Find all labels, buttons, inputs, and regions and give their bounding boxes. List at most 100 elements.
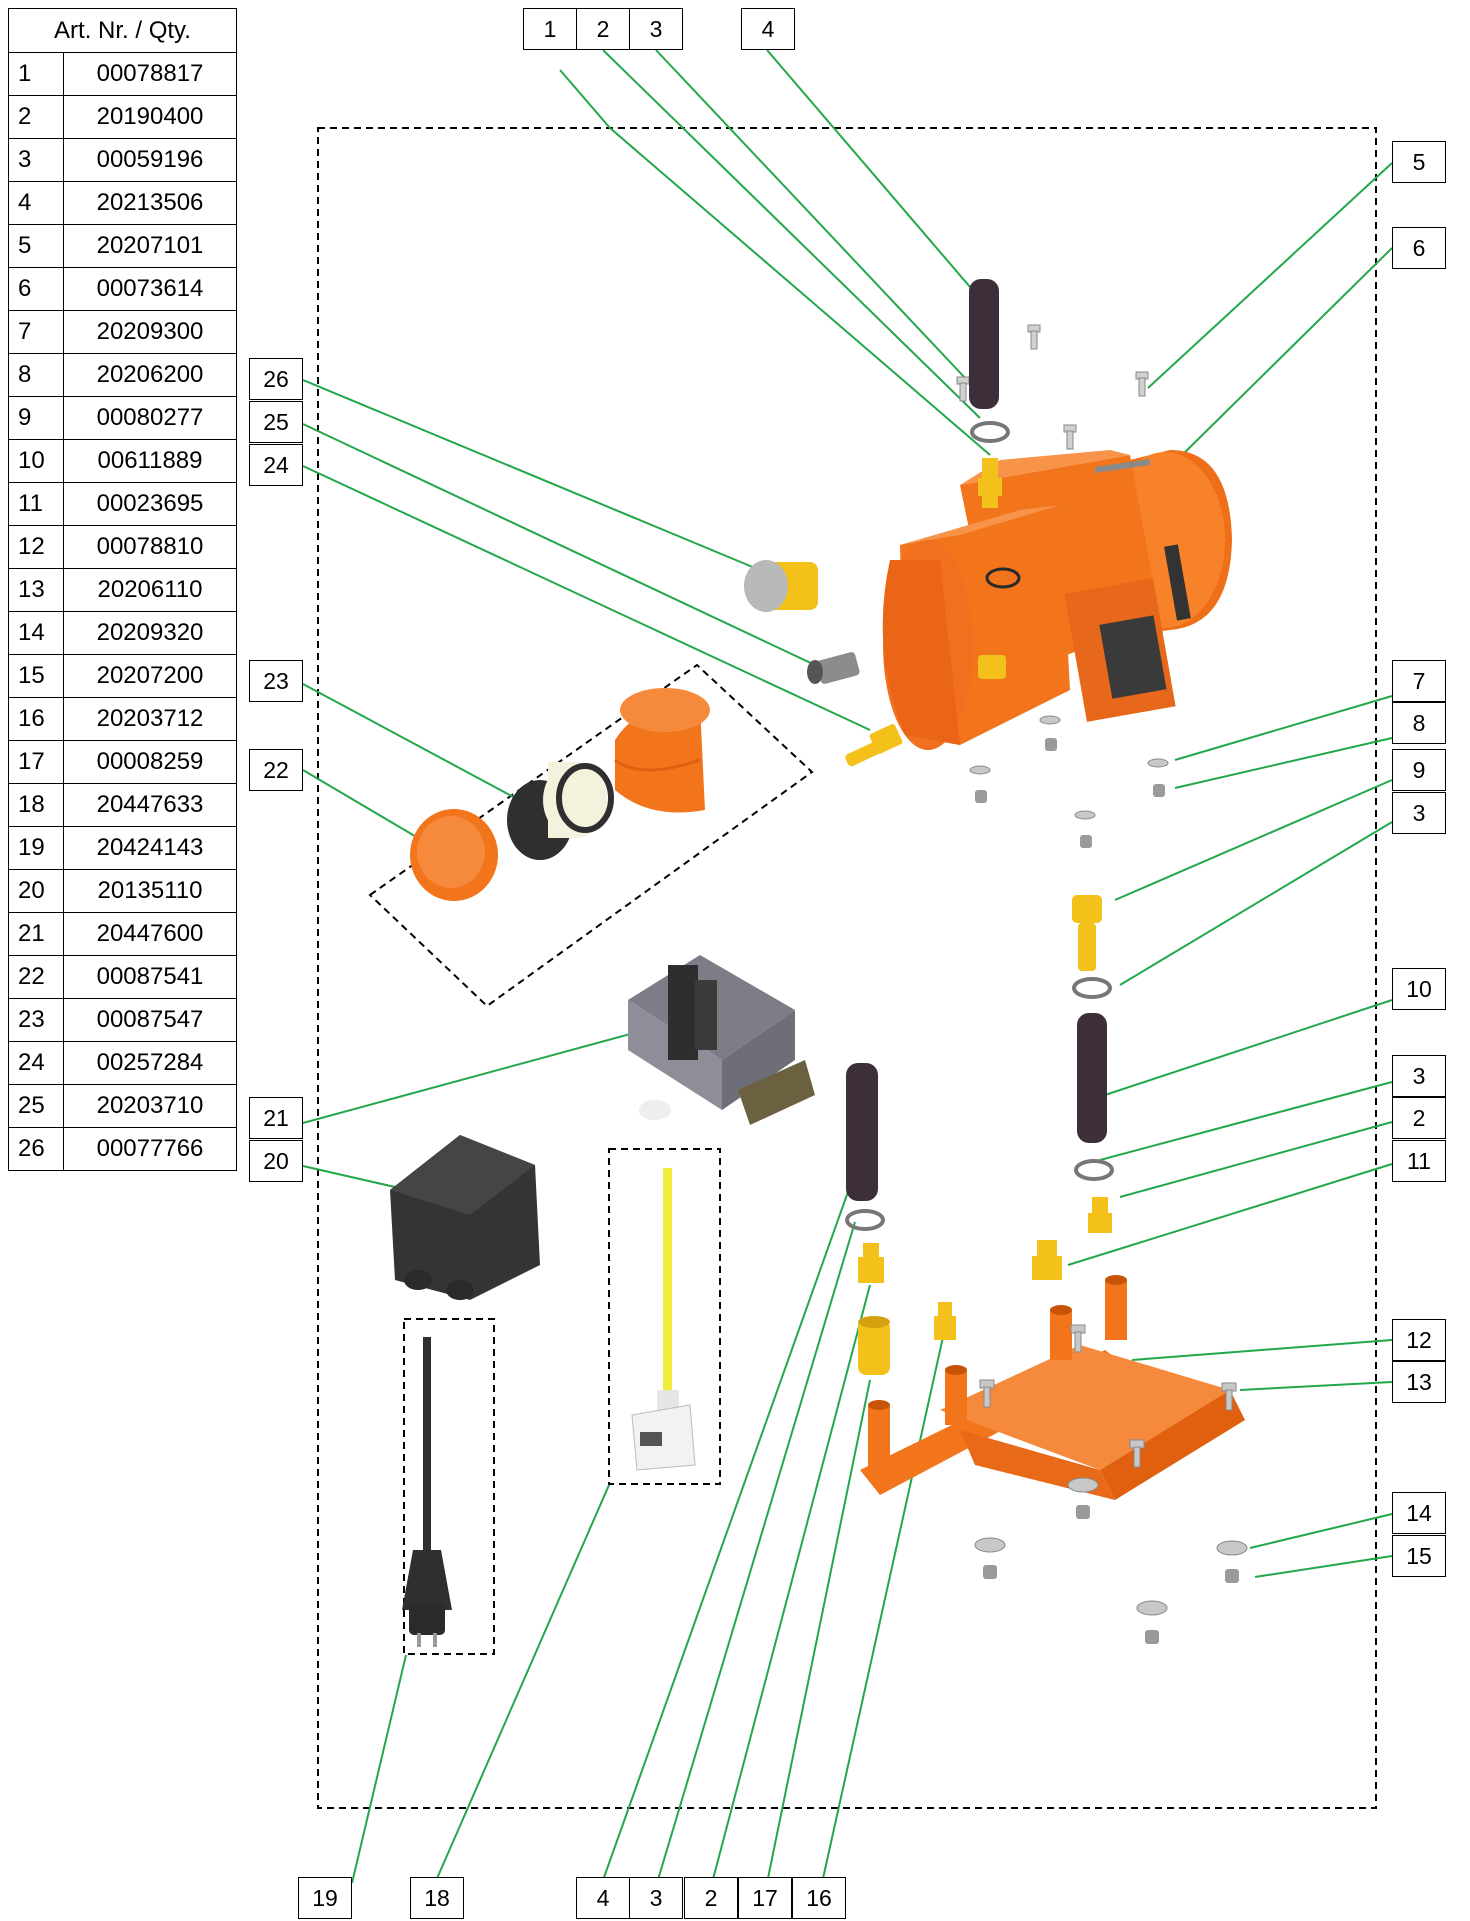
plug-housing-part-20 — [390, 1135, 540, 1300]
article-number-cell: 20135110 — [63, 869, 237, 913]
article-number-cell: 20447600 — [63, 912, 237, 956]
article-number-cell: 00257284 — [63, 1041, 237, 1085]
bolt — [1221, 1382, 1237, 1411]
article-number-cell: 20213506 — [63, 181, 237, 225]
callout-13: 13 — [1392, 1361, 1446, 1403]
hose-top-part-4 — [969, 279, 999, 409]
leader-3a — [1119, 821, 1393, 986]
parts-table-header: Art. Nr. / Qty. — [8, 8, 237, 53]
callout-25: 25 — [249, 401, 303, 443]
callout-4-bottom: 4 — [576, 1877, 630, 1919]
article-number-cell: 00023695 — [63, 482, 237, 526]
power-cable-frame — [403, 1318, 495, 1655]
part-number-cell: 16 — [8, 697, 64, 741]
signal-cable-frame — [608, 1148, 721, 1485]
callout-3-right-b: 3 — [1392, 1055, 1446, 1097]
screw — [1063, 424, 1077, 450]
callout-26: 26 — [249, 358, 303, 400]
callout-3-bottom: 3 — [629, 1877, 683, 1919]
leader-21 — [302, 1029, 646, 1124]
fitting-part-24 — [845, 724, 903, 767]
power-cable-part-19 — [402, 1337, 452, 1647]
part-number-cell: 26 — [8, 1127, 64, 1171]
article-number-cell: 20207101 — [63, 224, 237, 268]
hose-nipple-part-9 — [1072, 895, 1102, 971]
leader-24 — [302, 465, 871, 731]
article-number-cell: 00078817 — [63, 52, 237, 96]
screw — [1027, 324, 1041, 350]
leader-12 — [1131, 1339, 1393, 1361]
screw — [1135, 371, 1149, 397]
pressure-switch-part-21 — [628, 955, 815, 1125]
bolt — [1129, 1439, 1145, 1468]
part-number-cell: 18 — [8, 783, 64, 827]
article-number-cell: 00077766 — [63, 1127, 237, 1171]
article-number-cell: 20207200 — [63, 654, 237, 698]
part-number-cell: 3 — [8, 138, 64, 182]
washers-nuts-part-7-8 — [969, 715, 1169, 848]
bolt — [1070, 1324, 1086, 1353]
leader-2b — [711, 1284, 871, 1884]
signal-cable-part-18 — [631, 1168, 696, 1471]
leader-22 — [302, 769, 431, 846]
leader-lines — [302, 49, 1393, 1884]
inlet-filter-part-26 — [744, 560, 818, 612]
leader-18 — [434, 1484, 610, 1884]
article-number-cell: 00087547 — [63, 998, 237, 1042]
callout-22: 22 — [249, 749, 303, 791]
callout-7: 7 — [1392, 660, 1446, 702]
part-number-cell: 1 — [8, 52, 64, 96]
callout-24: 24 — [249, 444, 303, 486]
leader-14 — [1249, 1513, 1393, 1549]
pump-motor-part-6 — [882, 450, 1232, 750]
part-number-cell: 25 — [8, 1084, 64, 1128]
callout-11: 11 — [1392, 1140, 1446, 1182]
part-number-cell: 4 — [8, 181, 64, 225]
leader-2r — [1119, 1121, 1393, 1198]
callout-16: 16 — [792, 1877, 846, 1919]
part-number-cell: 21 — [8, 912, 64, 956]
article-number-cell: 00078810 — [63, 525, 237, 569]
callout-9: 9 — [1392, 749, 1446, 791]
article-number-cell: 20190400 — [63, 95, 237, 139]
article-number-cell: 00008259 — [63, 740, 237, 784]
callout-4-top: 4 — [741, 8, 795, 50]
part-number-cell: 7 — [8, 310, 64, 354]
leader-8 — [1174, 737, 1393, 789]
leader-26 — [302, 379, 756, 569]
article-number-cell: 20209300 — [63, 310, 237, 354]
part-number-cell: 9 — [8, 396, 64, 440]
part-number-cell: 8 — [8, 353, 64, 397]
callout-20: 20 — [249, 1140, 303, 1182]
article-number-cell: 00080277 — [63, 396, 237, 440]
pump-outlet-port — [978, 655, 1006, 679]
callout-15: 15 — [1392, 1535, 1446, 1577]
brass-nipple-top — [978, 458, 1002, 508]
leader-11 — [1067, 1163, 1393, 1266]
hose-clamp-part-3a — [1072, 977, 1112, 999]
hose-part-10 — [1077, 1013, 1107, 1143]
base-plate-part-12 — [860, 1275, 1245, 1500]
leader-16 — [821, 1327, 946, 1884]
parts-table-header-row: Art. Nr. / Qty. — [8, 8, 237, 53]
article-number-cell: 20206200 — [63, 353, 237, 397]
hose-lower-part-4 — [846, 1063, 878, 1201]
callout-1-top: 1 — [523, 8, 577, 50]
washers-nuts-part-14-15 — [974, 1477, 1248, 1644]
leader-10 — [1104, 999, 1393, 1096]
filter-kit-part-22 — [410, 809, 498, 901]
leader-7 — [1174, 695, 1393, 761]
